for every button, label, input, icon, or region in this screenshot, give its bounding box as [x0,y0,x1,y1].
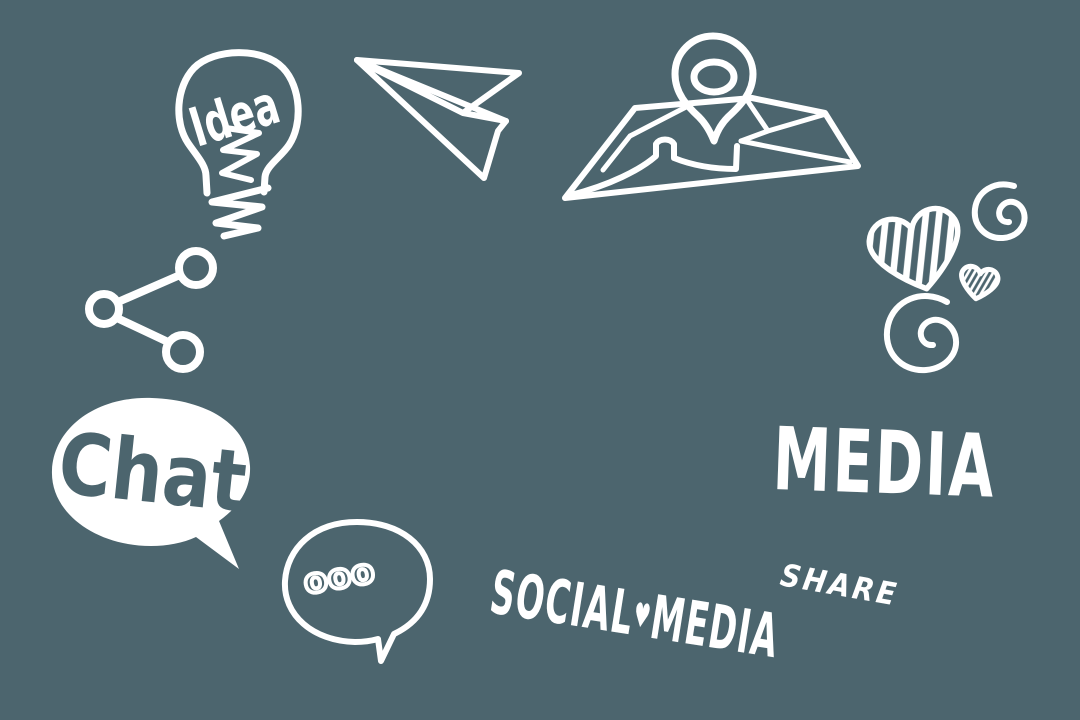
share-node-top [175,247,217,289]
share-node-left [85,290,123,328]
map-road-swoosh [568,136,740,198]
map-road-middle [738,138,853,165]
map-outline [562,95,861,201]
chat-bubble-shape [51,397,251,569]
share-label: SHARE [778,557,901,613]
swirl-small-icon [971,181,1028,242]
plane-bottom-wing [354,57,509,181]
social-media-label: SOCIAL♥MEDIA [486,557,784,672]
share-text: SHARE [778,557,901,613]
svg-text:SOCIAL♥MEDIA: SOCIAL♥MEDIA [486,557,784,672]
pin-hole [690,58,738,96]
media-label: MEDIA [771,409,997,518]
plane-inner-fold [354,57,509,124]
share-link-top [114,271,184,306]
pin-outline [671,32,757,145]
typing-bubble-icon: ooo [281,519,433,664]
chat-bubble-icon: Chat [51,397,251,569]
paper-plane-icon [354,57,522,181]
share-link-bottom [113,314,172,346]
lightning-bolt-icon [219,125,262,183]
typing-dots: ooo [301,550,385,603]
striped-heart-small-icon [959,263,1001,302]
share-node-bottom [162,331,204,373]
chat-label: Chat [54,414,251,532]
map-icon [562,32,861,201]
idea-label: Idea [182,73,286,160]
heart-separator-icon: ♥ [631,596,655,637]
typing-bubble-outline [281,519,433,664]
map-road-topright [738,97,829,144]
map-road-left [600,103,691,173]
idea-lightbulb-icon: Idea [175,49,302,240]
striped-heart-icon [866,205,961,292]
media-word: MEDIA [646,582,784,672]
location-pin-icon [671,32,757,145]
media-text: MEDIA [771,409,997,518]
swirl-large-icon [883,293,960,374]
lightbulb-outline [175,49,302,197]
social-word: SOCIAL [486,557,640,649]
share-nodes-icon [85,247,217,373]
lightbulb-spring-base [208,184,272,240]
hearts-and-swirls [866,181,1028,374]
